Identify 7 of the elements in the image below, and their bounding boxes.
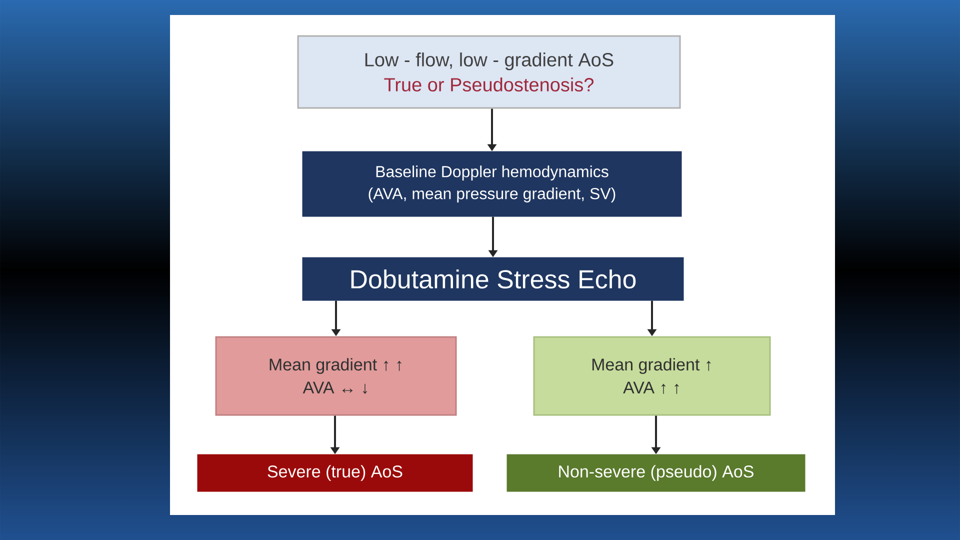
process-box: Dobutamine Stress Echo (302, 257, 684, 301)
process-box: Baseline Doppler hemodynamics (AVA, mean pressure gradient, SV) (302, 151, 682, 217)
outcome-box: Non-severe (pseudo) AoS (506, 454, 806, 492)
outcome-box: Severe (true) AoS (197, 454, 473, 492)
question-box: Low - flow, low - gradient AoS True or Pseudostenosis? (297, 35, 681, 109)
result-box: Mean gradient ↑ ↑ AVA ↔ ↓ (215, 336, 457, 416)
result-box: Mean gradient ↑ AVA ↑ ↑ (533, 336, 771, 416)
